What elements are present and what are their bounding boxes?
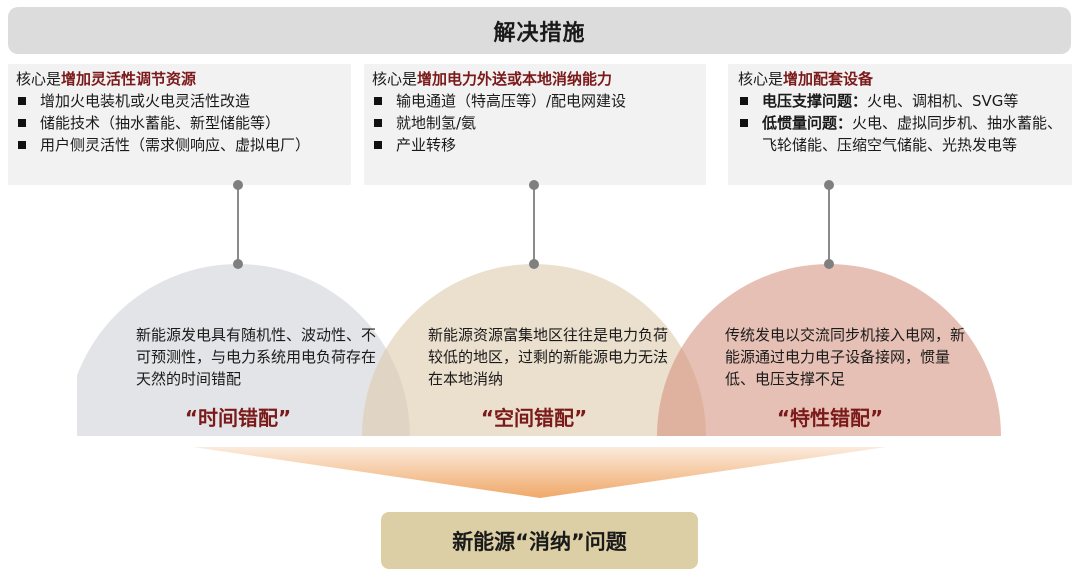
header-title: 解决措施 <box>493 20 586 46</box>
connector-line <box>828 185 830 265</box>
measure-box-transmission: 核心是增加电力外送或本地消纳能力 输电通道（特高压等）/配电网建设 就地制氢/氨… <box>364 64 706 185</box>
measure-list: 输电通道（特高压等）/配电网建设 就地制氢/氨 产业转移 <box>372 90 698 156</box>
measure-item: 用户侧灵活性（需求侧响应、虚拟电厂） <box>16 134 343 156</box>
measure-list: 电压支撑问题：火电、调相机、SVG等 低惯量问题：火电、虚拟同步机、抽水蓄能、飞… <box>738 90 1064 156</box>
core-highlight: 增加电力外送或本地消纳能力 <box>417 70 613 88</box>
measure-box-equipment: 核心是增加配套设备 电压支撑问题：火电、调相机、SVG等 低惯量问题：火电、虚拟… <box>728 64 1072 185</box>
measure-item: 产业转移 <box>372 134 698 156</box>
connector-line <box>533 185 535 265</box>
measure-item: 增加火电装机或火电灵活性改造 <box>16 90 343 112</box>
core-statement: 核心是增加配套设备 <box>738 70 874 88</box>
connector-pin-2 <box>528 179 540 271</box>
problem-label: 新能源“消纳”问题 <box>452 529 627 554</box>
connector-dot-icon <box>233 180 243 190</box>
mismatch-description: 传统发电以交流同步机接入电网，新能源通过电力电子设备接网，惯量低、电压支撑不足 <box>725 326 966 388</box>
measure-item: 就地制氢/氨 <box>372 112 698 134</box>
core-highlight: 增加灵活性调节资源 <box>61 70 197 88</box>
mismatch-label: “空间错配” <box>480 406 588 430</box>
measure-item: 低惯量问题：火电、虚拟同步机、抽水蓄能、飞轮储能、压缩空气储能、光热发电等 <box>738 112 1064 156</box>
connector-pin-1 <box>232 179 244 271</box>
mismatch-label: “特性错配” <box>776 406 884 430</box>
mismatch-description: 新能源发电具有随机性、波动性、不可预测性，与电力系统用电负荷存在天然的时间错配 <box>136 326 377 388</box>
measure-list: 增加火电装机或火电灵活性改造 储能技术（抽水蓄能、新型储能等） 用户侧灵活性（需… <box>16 90 343 156</box>
problem-box: 新能源“消纳”问题 <box>381 512 698 569</box>
core-highlight: 增加配套设备 <box>783 70 874 88</box>
connector-line <box>237 185 239 265</box>
connector-dot-icon <box>233 259 243 269</box>
connector-dot-icon <box>824 259 834 269</box>
core-statement: 核心是增加灵活性调节资源 <box>16 70 197 88</box>
mismatch-label: “时间错配” <box>184 406 292 430</box>
connector-dot-icon <box>529 180 539 190</box>
connector-dot-icon <box>824 180 834 190</box>
solutions-header: 解决措施 <box>8 7 1071 54</box>
connector-dot-icon <box>529 259 539 269</box>
measure-item: 输电通道（特高压等）/配电网建设 <box>372 90 698 112</box>
measure-item: 储能技术（抽水蓄能、新型储能等） <box>16 112 343 134</box>
measure-item: 电压支撑问题：火电、调相机、SVG等 <box>738 90 1064 112</box>
connector-pin-3 <box>823 179 835 271</box>
core-statement: 核心是增加电力外送或本地消纳能力 <box>372 70 613 88</box>
mismatch-description: 新能源资源富集地区往往是电力负荷较低的地区，过剩的新能源电力无法在本地消纳 <box>428 326 669 388</box>
measure-box-flexibility: 核心是增加灵活性调节资源 增加火电装机或火电灵活性改造 储能技术（抽水蓄能、新型… <box>8 64 351 185</box>
